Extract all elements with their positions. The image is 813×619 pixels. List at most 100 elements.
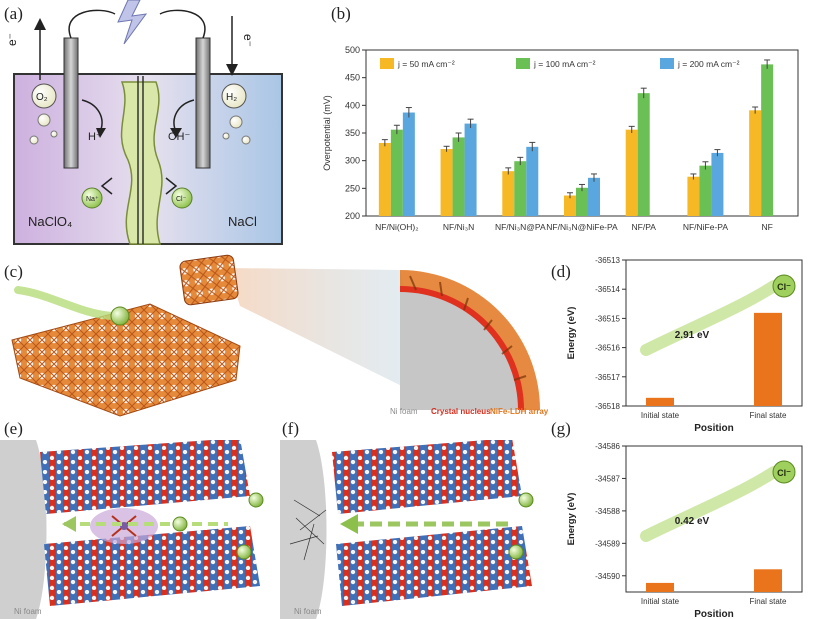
ldh-interlayer-diagram-e: Ni foam [0,440,264,619]
bar [452,137,465,216]
y-tick-label: 200 [345,211,360,221]
cl-ion-ball [110,306,130,326]
ni-foam-wall [0,440,47,619]
h-plus-label: H⁺ [88,131,102,143]
energy-bar [646,397,674,406]
zoom-beam [228,268,430,400]
x-tick-label: NF [761,222,772,232]
x-tick-label: Final state [750,597,787,606]
y-tick-label: -34586 [595,442,620,451]
ldh-layer-bottom [44,526,260,606]
h2-label: H₂ [226,92,237,103]
bar [378,142,391,216]
ni-foam-label-e: Ni foam [14,607,42,616]
y-tick-label: -36518 [595,402,620,411]
y-tick-label: -34587 [595,474,620,483]
bar [761,64,774,217]
x-tick-label: NF/Ni₃N [443,222,474,232]
bar [502,171,515,216]
bar [464,123,477,216]
energy-chart-d: -36518-36517-36516-36515-36514-36513Ener… [566,256,803,434]
bar [637,93,650,216]
o2-label: O₂ [36,92,48,103]
x-axis-label: Position [694,609,733,619]
ni-foam-label-f: Ni foam [294,607,322,616]
ni-foam-wall-f [280,440,327,619]
y-tick-label: -34588 [595,507,620,516]
legend-label: j = 100 mA cm⁻² [533,59,596,69]
naclo4-label: NaClO₄ [28,214,72,229]
y-tick-label: 400 [345,100,360,110]
ldh-layer-top-f [332,440,522,514]
panel-label-g: (g) [551,419,571,438]
cl-ion-ball [772,460,796,484]
x-tick-label: Final state [750,411,787,420]
energy-bar [754,569,782,592]
legend-swatch [660,58,674,69]
precipitate-fibers [289,499,327,561]
anode-electrode [63,37,79,169]
panel-label-d: (d) [551,262,571,281]
cl-ion [171,187,193,209]
x-tick-label: NF/NiFe-PA [683,222,729,232]
bar [576,187,588,216]
energy-bar [646,582,674,592]
electron-label-right: e⁻ [241,34,255,47]
plot-frame [625,445,803,593]
bar [514,161,527,216]
x-axis-label: Position [694,423,733,434]
y-tick-label: 450 [345,73,360,83]
y-tick-label: 250 [345,183,360,193]
energy-barrier-label: 2.91 eV [675,330,710,341]
x-tick-label: Initial state [641,411,680,420]
bar [749,110,762,216]
cl-ion-e [172,516,188,532]
bar [687,176,700,216]
energy-barrier-label: 0.42 eV [675,516,710,527]
panel-label-a: (a) [4,4,23,23]
ni-foam-slab [11,303,241,417]
y-axis-label: Overpotential (mV) [322,95,332,171]
h2-bubble [221,83,247,109]
x-tick-label: NF/PA [632,222,657,232]
y-axis-label: Energy (eV) [566,493,577,546]
y-tick-label: 500 [345,45,360,55]
oh-minus-label: OH⁻ [168,131,191,143]
bar [699,165,712,216]
y-tick-label: 300 [345,156,360,166]
panel-label-c: (c) [4,262,23,281]
electrolysis-cell-diagram: e⁻ e⁻ O₂ H₂ H⁺ OH⁻ Na⁺ Cl⁻ NaClO₄ NaCl [5,0,283,245]
legend-swatch [380,58,394,69]
cl-ion-ball [772,274,796,298]
bar [711,152,724,216]
y-tick-label: -36517 [595,373,620,382]
legend-label: j = 200 mA cm⁻² [677,59,740,69]
bar [390,129,403,216]
lightning-icon [117,0,148,45]
plot-frame [625,259,803,407]
y-tick-label: -36513 [595,256,620,265]
energy-bar [754,312,782,406]
bar [440,149,453,216]
y-tick-label: -36516 [595,344,620,353]
panel-label-f: (f) [282,419,299,438]
bar [402,112,415,216]
electron-label-left: e⁻ [5,33,19,46]
bar [526,146,539,216]
cl-ion-f [518,492,534,508]
crystal-nucleus-label: Crystal nucleus [431,407,491,416]
cathode-electrode [195,37,211,169]
nacl-label: NaCl [228,214,257,229]
bar [588,177,600,216]
na-ion [81,187,103,209]
zoomed-strut [179,254,239,306]
cl-ion-label: Cl⁻ [777,282,791,292]
ldh-interlayer-diagram-f: Ni foam [280,440,534,619]
cl-trajectory [640,466,780,542]
ni-foam-core [400,292,518,410]
x-tick-label: NF/Ni(OH)₂ [375,222,418,232]
y-axis-label: Energy (eV) [566,307,577,360]
